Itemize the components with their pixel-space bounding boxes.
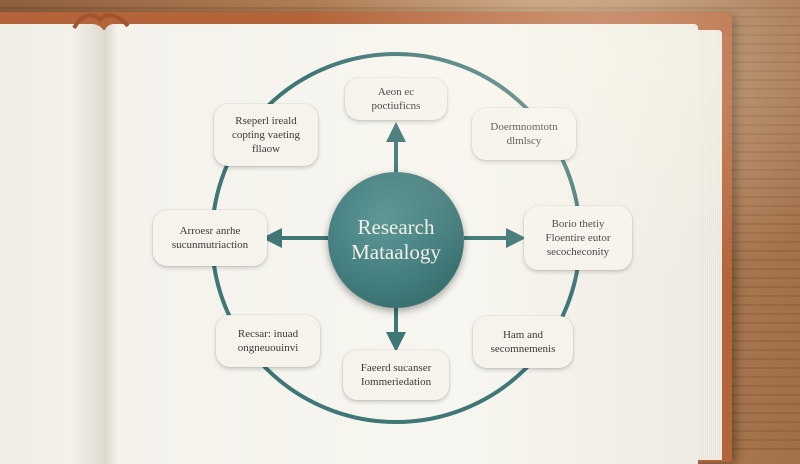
node-top-left: Rseperl ireald copting vaeting fllaow — [214, 104, 318, 166]
node-bottom: Faeerd sucanser Iommeriedation — [343, 350, 449, 400]
node-top: Aeon ec poctiuficns — [345, 78, 447, 120]
node-left: Arroesr anrhe sucunmutriaction — [153, 210, 267, 266]
bookmark-ribbon-icon — [72, 13, 130, 30]
node-top-right: Doermnomtotn dlmlscy — [472, 108, 576, 160]
center-topic-circle: Research Mataalogy — [328, 172, 464, 308]
node-bottom-right: Ham and secomnemenis — [473, 316, 573, 368]
left-page — [0, 24, 106, 464]
node-right: Borio thetiy Floentire eutor secocheconi… — [524, 206, 632, 270]
node-bottom-left: Recsar: inuad ongneuouinvi — [216, 315, 320, 367]
